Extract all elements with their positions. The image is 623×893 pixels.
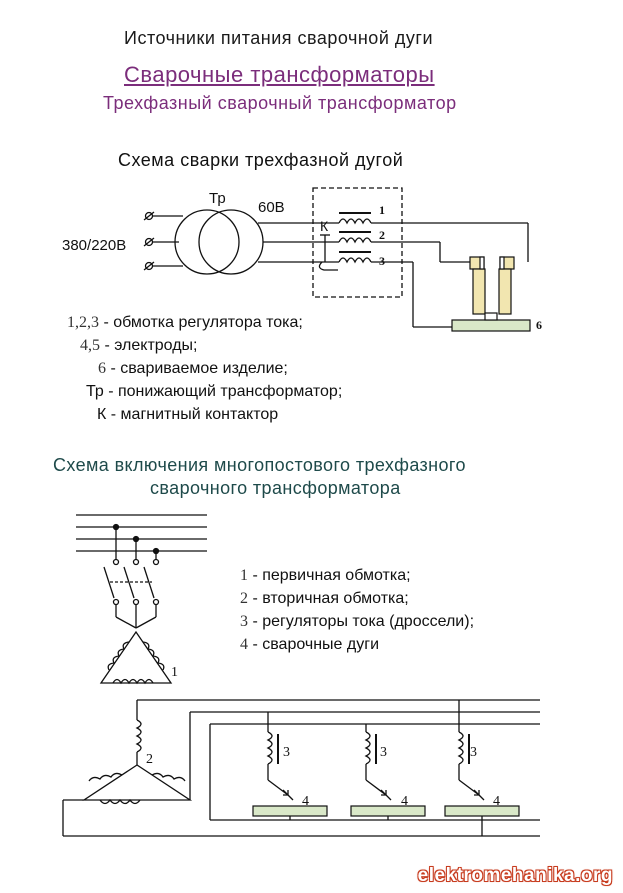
regulator-1-label: 3 — [283, 745, 290, 760]
electrode-5-label: 5 — [478, 277, 484, 291]
input-terminal-icon — [143, 211, 155, 271]
workpiece-6-label: 6 — [536, 318, 542, 332]
arc-1-label: 4 — [302, 794, 309, 809]
legend1-num: 4,5 — [80, 337, 100, 354]
legend1-text: - обмотка регулятора тока; — [99, 314, 303, 331]
legend1-item-4: Тр - понижающий трансформатор; — [86, 380, 342, 403]
heading-scheme1: Схема сварки трехфазной дугой — [118, 150, 404, 170]
legend1-text: - свариваемое изделие; — [106, 360, 288, 377]
voltage-out-label: 60В — [258, 199, 285, 216]
legend2-item-2: 2 - вторичная обмотка; — [240, 587, 409, 610]
transformer-icon — [174, 209, 264, 275]
regulator-2-icon — [364, 731, 377, 765]
primary-winding-label: 1 — [171, 665, 178, 680]
legend2-num: 3 — [240, 613, 248, 630]
winding-3-label: 3 — [379, 254, 385, 268]
legend2-num: 2 — [240, 590, 248, 607]
heading-sources: Источники питания сварочной дуги — [124, 28, 434, 48]
workpiece-icon — [451, 312, 531, 332]
primary-winding-icon — [99, 630, 173, 685]
legend1-num: 1,2,3 — [67, 314, 99, 331]
contactor-label: К — [320, 218, 329, 234]
winding-2-label: 2 — [379, 228, 385, 242]
legend2-item-4: 4 - сварочные дуги — [240, 633, 379, 656]
legend2-text: - сварочные дуги — [248, 636, 380, 653]
legend1-text: К - магнитный контактор — [97, 406, 279, 423]
legend1-item-2: 4,5 - электроды; — [80, 334, 198, 357]
workpiece-2-icon — [350, 805, 426, 817]
transformer-label: Тр — [209, 190, 226, 207]
electrode-4-label: 4 — [503, 277, 509, 291]
legend2-num: 1 — [240, 567, 248, 584]
legend1-text: Тр - понижающий трансформатор; — [86, 383, 343, 400]
secondary-winding-label: 2 — [146, 752, 153, 767]
legend1-item-3: 6 - свариваемое изделие; — [98, 357, 288, 380]
legend2-item-3: 3 - регуляторы тока (дроссели); — [240, 610, 474, 633]
regulator-2-label: 3 — [380, 745, 387, 760]
arc-3-label: 4 — [493, 794, 500, 809]
legend2-text: - первичная обмотка; — [248, 567, 411, 584]
legend2-text: - вторичная обмотка; — [248, 590, 409, 607]
regulator-1-icon — [266, 731, 279, 765]
legend1-num: 6 — [98, 360, 106, 377]
arc-2-label: 4 — [401, 794, 408, 809]
voltage-in-label: 380/220В — [62, 237, 127, 254]
workpiece-1-icon — [252, 805, 328, 817]
legend2-num: 4 — [240, 636, 248, 653]
legend1-item-5: К - магнитный контактор — [97, 403, 278, 426]
heading-scheme2-line2: сварочного трансформатора — [150, 478, 401, 498]
secondary-winding-icon — [81, 719, 193, 805]
contactor-box — [312, 187, 403, 298]
legend1-text: - электроды; — [100, 337, 198, 354]
switch-icon — [103, 566, 155, 599]
heading-three-phase: Трехфазный сварочный трансформатор — [103, 93, 457, 113]
winding-1-label: 1 — [379, 203, 385, 217]
legend1-item-1: 1,2,3 - обмотка регулятора тока; — [67, 311, 303, 334]
legend2-item-1: 1 - первичная обмотка; — [240, 564, 411, 587]
regulator-3-label: 3 — [470, 745, 477, 760]
heading-transformers: Сварочные трансформаторы — [124, 62, 435, 87]
legend2-text: - регуляторы тока (дроссели); — [248, 613, 475, 630]
watermark-logo: elektromehanika.org — [417, 865, 613, 886]
regulator-3-icon — [457, 731, 470, 765]
heading-scheme2-line1: Схема включения многопостового трехфазно… — [53, 455, 466, 475]
workpiece-3-icon — [444, 805, 520, 817]
regulator-winding-icon — [338, 212, 372, 264]
